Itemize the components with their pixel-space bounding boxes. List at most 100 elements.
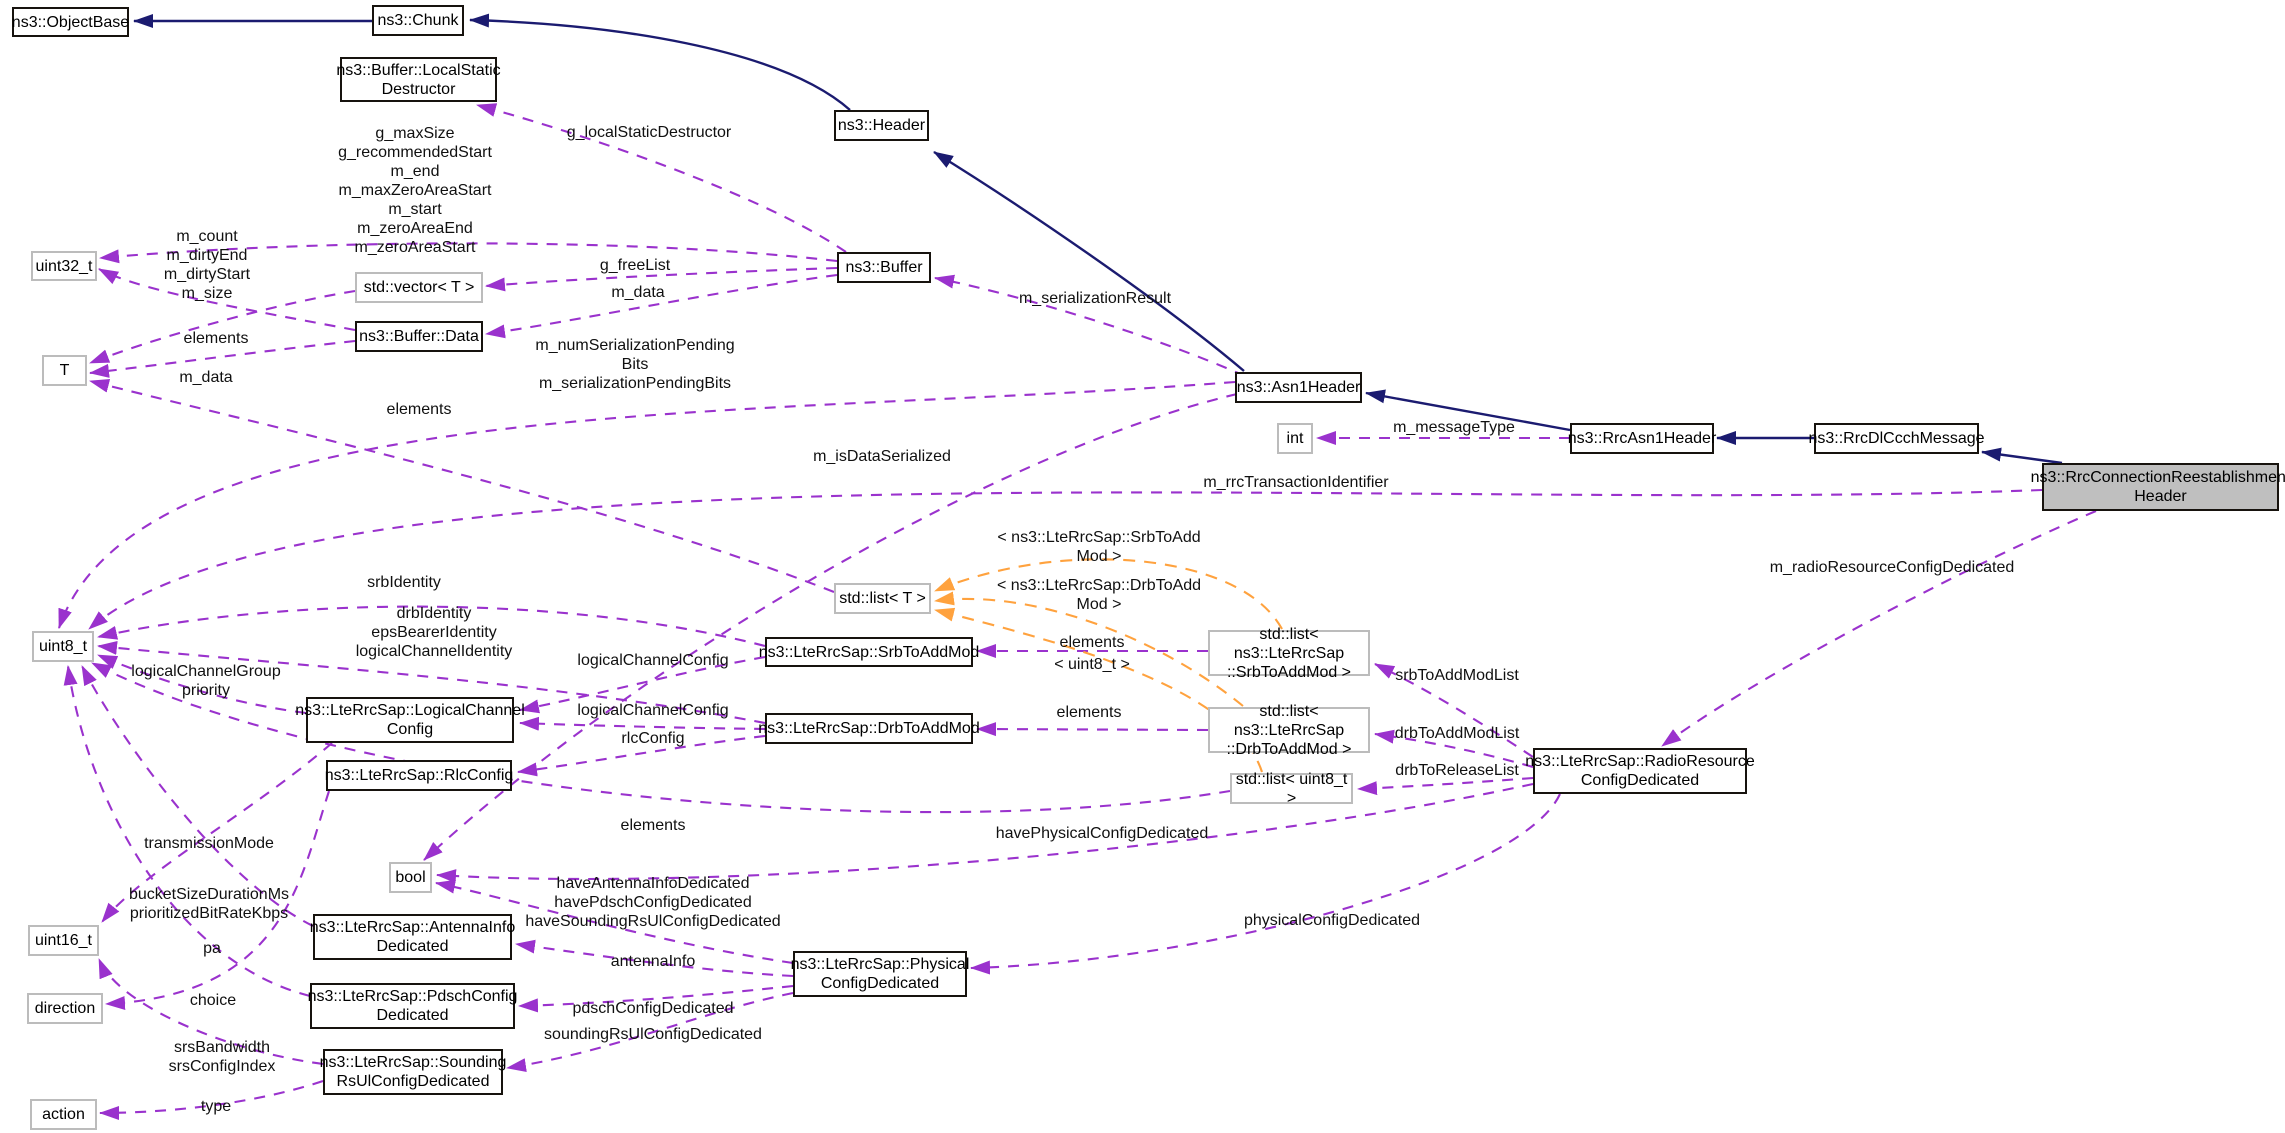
node-ns3-objectbase[interactable]: ns3::ObjectBase bbox=[12, 7, 129, 37]
node-direction: direction bbox=[27, 993, 103, 1024]
edge-logicalchannelconfig-to-uint8 bbox=[97, 654, 307, 715]
node-ns3-rrcdlccchmessage[interactable]: ns3::RrcDlCcchMessage bbox=[1808, 423, 1985, 454]
node-uint8-t: uint8_t bbox=[32, 631, 94, 662]
edge-label-elements-listsrb: elements bbox=[1059, 634, 1125, 651]
edge-radioresource-to-listuint8 bbox=[1357, 776, 1534, 796]
node-std-vector-t: std::vector< T > bbox=[355, 272, 483, 303]
edge-asn1header-to-uint8 bbox=[58, 380, 1236, 629]
edge-label-soundingrsulconfigdedicated: soundingRsUlConfigDedicated bbox=[544, 1026, 762, 1043]
node-ns3-lterrcsap-srbtoaddmod[interactable]: ns3::LteRrcSap::SrbToAddMod bbox=[759, 637, 979, 667]
node-std-list-t: std::list< T > bbox=[834, 583, 931, 614]
node-ns3-lterrcsap-logicalchannelconfig[interactable]: ns3::LteRrcSap::LogicalChannel Config bbox=[295, 697, 525, 743]
node-t: T bbox=[42, 355, 87, 386]
edge-rlcconfig-to-direction bbox=[105, 790, 330, 1011]
edge-srbtoaddmod-to-uint8 bbox=[97, 605, 766, 648]
node-ns3-lterrcsap-pdschconfigdedicated[interactable]: ns3::LteRrcSap::PdschConfig Dedicated bbox=[308, 983, 517, 1029]
edge-label-transmissionmode: transmissionMode bbox=[144, 835, 274, 852]
edge-label-elements-listdrb: elements bbox=[1056, 704, 1122, 721]
edge-buffer-to-vector bbox=[485, 266, 838, 292]
edge-pdschconfig-to-uint8-pa bbox=[63, 665, 311, 998]
edge-bufferdata-to-uint32 bbox=[98, 268, 356, 332]
edge-drbtoaddmod-to-uint8 bbox=[97, 640, 766, 725]
edge-main-to-radioresource bbox=[1661, 510, 2097, 747]
edge-label-logicalchannelgroup-priority: logicalChannelGroup priority bbox=[131, 663, 281, 699]
edge-label-have-flags-group: haveAntennaInfoDedicated havePdschConfig… bbox=[525, 875, 781, 930]
edge-main-to-uint8 bbox=[88, 488, 2043, 630]
edge-logicalchannelconfig-to-uint16 bbox=[101, 742, 333, 923]
node-ns3-lterrcsap-rlcconfig[interactable]: ns3::LteRrcSap::RlcConfig bbox=[325, 760, 513, 791]
edge-label-havephysicalconfigdedicated: havePhysicalConfigDedicated bbox=[995, 825, 1209, 842]
edge-label-type: type bbox=[200, 1098, 232, 1115]
edge-sounding-to-action bbox=[99, 1080, 324, 1120]
node-ns3-asn1header[interactable]: ns3::Asn1Header bbox=[1235, 372, 1362, 403]
edge-label-serializationpendingbits: m_numSerializationPending Bits m_seriali… bbox=[535, 337, 735, 392]
edge-label-srbidentity: srbIdentity bbox=[367, 574, 441, 591]
edge-label-logicalchannelconfig-srb: logicalChannelConfig bbox=[577, 652, 729, 669]
node-ns3-rrcasn1header[interactable]: ns3::RrcAsn1Header bbox=[1568, 423, 1716, 454]
edge-label-template-uint8: < uint8_t > bbox=[1054, 656, 1130, 673]
edge-label-pa: pa bbox=[203, 940, 221, 957]
edge-radioresource-to-physicalconfig bbox=[970, 793, 1561, 975]
edge-drbtoaddmod-to-rlcconfig bbox=[517, 734, 766, 777]
edge-radioresource-to-listdrb bbox=[1374, 729, 1534, 769]
node-bool: bool bbox=[389, 862, 432, 893]
edge-label-template-srbtoaddmod: < ns3::LteRrcSap::SrbToAdd Mod > bbox=[997, 529, 1201, 565]
edge-label-pdschconfigdedicated: pdschConfigDedicated bbox=[572, 1000, 734, 1017]
node-ns3-lterrcsap-soundingrsulconfigdedicated[interactable]: ns3::LteRrcSap::Sounding RsUlConfigDedic… bbox=[320, 1049, 506, 1095]
node-uint32-t: uint32_t bbox=[31, 251, 97, 281]
edge-label-g-freelist: g_freeList bbox=[599, 257, 671, 274]
edge-label-elements-listuint8: elements bbox=[620, 817, 686, 834]
edge-label-buffer-uint32-members: g_maxSize g_recommendedStart m_end m_max… bbox=[338, 125, 492, 256]
edge-buffer-to-localstaticdestructor bbox=[476, 103, 847, 253]
edge-label-physicalconfigdedicated: physicalConfigDedicated bbox=[1243, 912, 1421, 929]
edge-label-drbtoaddmodlist: drbToAddModList bbox=[1394, 725, 1520, 742]
edge-physicalconfig-to-antennainfo bbox=[515, 939, 794, 978]
edge-srbtoaddmod-to-logicalchannelconfig bbox=[519, 655, 766, 714]
edge-listuint8-to-uint8 bbox=[91, 662, 1231, 814]
edge-asn1header-to-header bbox=[933, 150, 1245, 372]
edge-radioresource-to-bool-havephysical bbox=[436, 782, 1534, 884]
node-ns3-header[interactable]: ns3::Header bbox=[834, 110, 929, 141]
edge-label-bucketsize-prioritizedbitrate: bucketSizeDurationMs prioritizedBitRateK… bbox=[128, 886, 290, 922]
edge-label-m-data-buffer: m_data bbox=[611, 284, 665, 301]
edge-label-bufferdata-uint32-members: m_count m_dirtyEnd m_dirtyStart m_size bbox=[163, 228, 251, 302]
edge-listuint8-to-listt bbox=[934, 607, 1263, 773]
node-ns3-lterrcsap-physicalconfigdedicated[interactable]: ns3::LteRrcSap::Physical ConfigDedicated bbox=[791, 951, 969, 997]
edge-physicalconfig-to-sounding bbox=[506, 991, 794, 1073]
node-std-list-uint8-t: std::list< uint8_t > bbox=[1230, 771, 1353, 807]
edge-radioresource-to-listsrb bbox=[1374, 663, 1534, 758]
edge-antennainfo-to-uint8 bbox=[81, 665, 314, 927]
edge-sounding-to-uint16 bbox=[98, 958, 324, 1066]
edge-asn1header-to-buffer bbox=[934, 274, 1246, 377]
edge-label-logicalchannelconfig-drb: logicalChannelConfig bbox=[577, 702, 729, 719]
edge-label-m-data-bufferdata: m_data bbox=[179, 369, 233, 386]
edge-label-g-localstaticdestructor: g_localStaticDestructor bbox=[566, 124, 732, 141]
edge-buffer-to-uint32 bbox=[99, 242, 838, 264]
edge-label-srsbandwidth-srsconfigindex: srsBandwidth srsConfigIndex bbox=[168, 1039, 276, 1075]
edge-listt-to-t bbox=[89, 378, 835, 593]
edge-label-rlcconfig: rlcConfig bbox=[621, 730, 685, 747]
node-ns3-lterrcsap-drbtoaddmod[interactable]: ns3::LteRrcSap::DrbToAddMod bbox=[758, 713, 980, 744]
node-int: int bbox=[1277, 423, 1313, 454]
node-ns3-chunk[interactable]: ns3::Chunk bbox=[372, 5, 464, 36]
node-ns3-buffer[interactable]: ns3::Buffer bbox=[837, 252, 931, 283]
node-ns3-rrcconnectionreestablishmentheader: ns3::RrcConnectionReestablishment Header bbox=[2031, 463, 2285, 511]
edge-listdrb-to-drbtoaddmod bbox=[976, 722, 1209, 737]
edge-label-srbtoaddmodlist: srbToAddModList bbox=[1395, 667, 1519, 684]
edge-vector-to-t bbox=[89, 289, 356, 364]
node-std-list-drbtoaddmod: std::list< ns3::LteRrcSap ::DrbToAddMod … bbox=[1208, 703, 1370, 758]
node-ns3-buffer-data[interactable]: ns3::Buffer::Data bbox=[355, 321, 483, 352]
node-ns3-lterrcsap-antennainfodedicated[interactable]: ns3::LteRrcSap::AntennaInfo Dedicated bbox=[310, 914, 515, 960]
node-ns3-lterrcsap-radioresourceconfigdedicated[interactable]: ns3::LteRrcSap::RadioResource ConfigDedi… bbox=[1525, 748, 1755, 794]
edge-bufferdata-to-t bbox=[89, 339, 356, 378]
node-ns3-buffer-localstaticdestructor[interactable]: ns3::Buffer::LocalStatic Destructor bbox=[336, 57, 501, 102]
node-std-list-srbtoaddmod: std::list< ns3::LteRrcSap ::SrbToAddMod … bbox=[1208, 626, 1370, 681]
node-action: action bbox=[30, 1099, 97, 1130]
edge-header-to-chunk bbox=[469, 13, 851, 111]
edge-label-drbidentity-group: drbIdentity epsBearerIdentity logicalCha… bbox=[355, 605, 513, 660]
edge-label-m-rrctransactionidentifier: m_rrcTransactionIdentifier bbox=[1203, 474, 1389, 491]
node-uint16-t: uint16_t bbox=[28, 925, 99, 956]
edge-label-m-serializationresult: m_serializationResult bbox=[1018, 290, 1172, 307]
